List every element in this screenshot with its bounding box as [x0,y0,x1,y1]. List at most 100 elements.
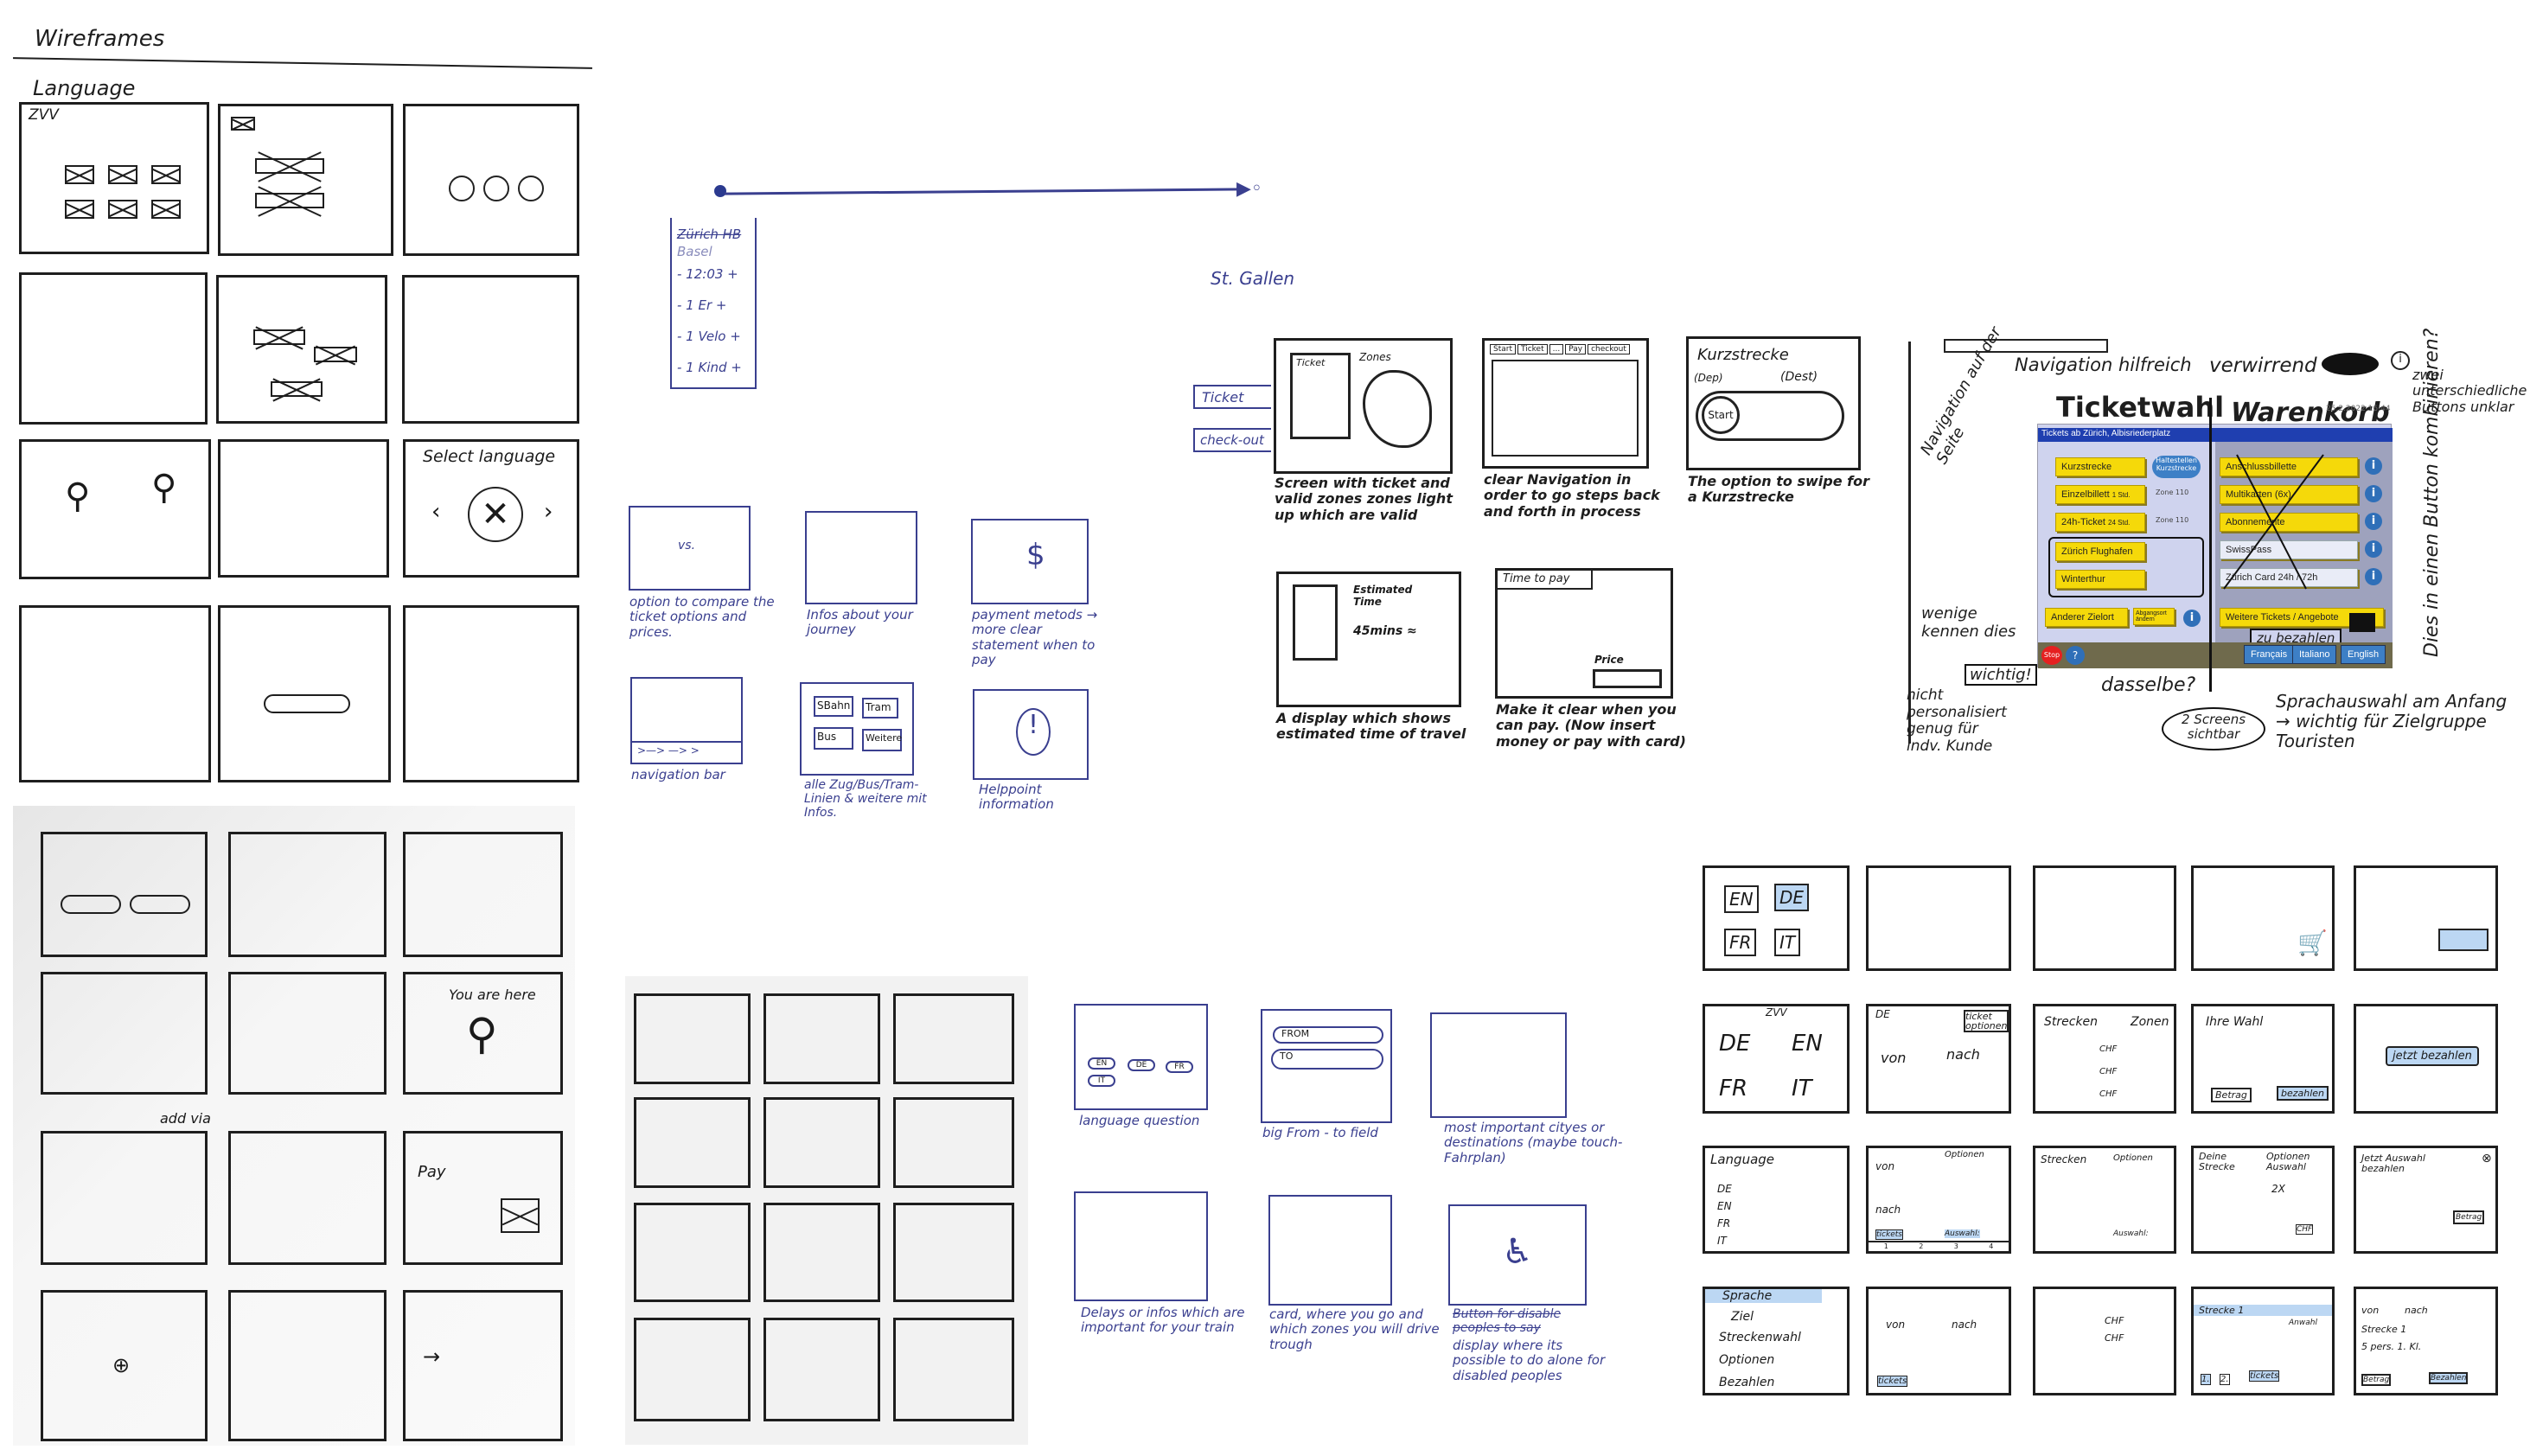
info-icon[interactable]: i [2183,610,2201,627]
step-2[interactable]: 2 [1919,1242,1924,1250]
more-tickets-button[interactable]: Weitere Tickets / Angebote [2220,608,2384,627]
wireframe-empty [763,1203,880,1302]
info-icon[interactable]: i [2365,513,2382,530]
wireframe-empty [763,1318,880,1421]
to-field[interactable]: TO [1271,1049,1383,1070]
lang-it-button[interactable]: IT [1774,929,1801,956]
child-stepper[interactable]: - 1 Kind + [677,360,742,375]
zurich-card-button[interactable]: Zürich Card 24h / 72h [2220,568,2358,587]
step-4[interactable]: 4 [1989,1242,1994,1250]
lang-it-button[interactable]: IT [1792,1076,1812,1102]
zurich-airport-button[interactable]: Zürich Flughafen [2055,542,2145,561]
day-ticket-button[interactable]: 24h-Ticket 24 Std. [2055,513,2145,532]
wireframe-options [403,832,563,957]
tab-pay[interactable]: Pay [1565,344,1587,354]
wireframe-tree [402,275,579,424]
pay-button[interactable]: Bezahlen [2429,1372,2469,1384]
checkout-button[interactable]: check-out [1193,428,1271,452]
class-2-button[interactable]: 2. [2220,1374,2230,1385]
lang-de-button[interactable]: DE [1774,884,1810,911]
strecke-1-row[interactable]: Strecke 1 [2194,1305,2332,1316]
menu-ziel[interactable]: Ziel [1731,1310,1754,1324]
wireframe-empty [893,1203,1014,1302]
day-ticket-label: 24h-Ticket [2061,517,2105,527]
lang-en-option[interactable]: EN [1717,1200,1732,1212]
tile-bus[interactable]: Bus [814,727,853,750]
lang-french-button[interactable]: Français [2244,645,2295,664]
swisspass-button[interactable]: SwissPass [2220,540,2358,559]
swipe-slider[interactable]: Start [1696,391,1844,441]
winterthur-button[interactable]: Winterthur [2055,570,2145,589]
bezahlen-button[interactable]: bezahlen [2277,1086,2329,1101]
lang-english-button[interactable]: English [2341,645,2386,664]
info-icon[interactable]: i [2365,457,2382,475]
tile-tram[interactable]: Tram [862,698,898,718]
stop-button[interactable]: Stop [2041,646,2062,665]
lang-de-option[interactable]: DE [1717,1183,1732,1195]
kurzstrecke-button[interactable]: Kurzstrecke [2055,457,2145,476]
info-icon[interactable]: i [2365,485,2382,502]
tab-checkout[interactable]: checkout [1588,344,1630,354]
help-button[interactable]: ? [2066,646,2085,665]
lang-italian-button[interactable]: Italiano [2292,645,2337,664]
change-origin-button[interactable]: Abgangsort ändern [2133,608,2175,625]
pay-button[interactable] [2438,929,2488,951]
other-destination-button[interactable]: Anderer Zielort [2045,608,2128,627]
lang-it-button[interactable]: IT [1088,1075,1115,1087]
lang-fr-option[interactable]: FR [1717,1217,1731,1229]
tickets-button[interactable]: tickets [2249,1370,2280,1382]
step-3[interactable]: 3 [1953,1242,1958,1250]
bike-stepper[interactable]: - 1 Velo + [677,329,741,344]
tickets-button[interactable]: tickets [1877,1376,1908,1387]
lang-fr-button[interactable]: FR [1724,929,1757,956]
lang-en-button[interactable]: EN [1792,1031,1823,1057]
wireframe-list [218,104,393,256]
abonnemente-button[interactable]: Abonnemente [2220,513,2358,532]
lang-fr-button[interactable]: FR [1719,1076,1748,1102]
tile-weitere[interactable]: Weitere [862,729,902,751]
lang-en-button[interactable]: EN [1088,1057,1115,1070]
lang-en-button[interactable]: EN [1724,885,1759,913]
close-icon[interactable]: ⊗ [2482,1152,2492,1165]
tab-more[interactable]: ... [1549,344,1564,354]
lang-it-option[interactable]: IT [1717,1235,1727,1247]
to-field [130,895,190,914]
tile-sbahn[interactable]: SBahn [814,696,853,717]
pay-now-button[interactable]: jetzt bezahlen [2386,1046,2479,1066]
highlight-outline [2048,537,2204,597]
menu-optionen[interactable]: Optionen [1719,1353,1775,1367]
screen-strecken-options: Strecken Optionen Auswahl: [2033,1146,2176,1254]
sketch-delays [1074,1191,1208,1301]
von-label: von [2361,1305,2380,1316]
menu-bezahlen[interactable]: Bezahlen [1719,1376,1775,1389]
ticket-button[interactable]: Ticket [1193,385,1271,409]
split-arrow [2209,398,2212,692]
menu-sprache[interactable]: Sprache [1705,1289,1822,1303]
caption: Delays or infos which are important for … [1081,1305,1245,1336]
info-icon[interactable]: i [2365,540,2382,558]
photo-grid-sheet [625,976,1028,1445]
haltestellen-button[interactable]: Haltestellen Kurzstrecke [2152,456,2201,478]
einzelbillett-button[interactable]: Einzelbillett 1 Std. [2055,485,2145,504]
tab-ticket[interactable]: Ticket [1517,344,1548,354]
class-1-button[interactable]: 1. [2201,1374,2211,1385]
menu-streckenwahl[interactable]: Streckenwahl [1719,1331,1801,1344]
lang-de-button[interactable]: DE [1128,1059,1155,1071]
tickets-button[interactable]: tickets [1875,1229,1903,1240]
time-stepper[interactable]: - 12:03 + [677,266,738,282]
lang-de-button[interactable]: DE [1719,1031,1751,1057]
step-1[interactable]: 1 [1883,1242,1888,1250]
class-stepper[interactable]: - 1 Er + [677,297,727,313]
anschlussbillette-button[interactable]: Anschlussbillette [2220,457,2358,476]
ticket-options-button[interactable]: ticket optionen [1964,1010,2009,1032]
info-icon[interactable]: i [2365,568,2382,585]
lang-fr-button[interactable]: FR [1166,1061,1193,1073]
swipe-handle[interactable]: Start [1702,396,1740,434]
from-field[interactable]: FROM [1273,1026,1383,1044]
wireframe-options-icons [634,1097,751,1188]
chevron-left-icon[interactable]: ‹ [431,499,441,525]
destination-label: St. Gallen [1211,268,1295,289]
tab-start[interactable]: Start [1490,344,1516,354]
chevron-right-icon[interactable]: › [544,499,553,525]
from-field [61,895,121,914]
